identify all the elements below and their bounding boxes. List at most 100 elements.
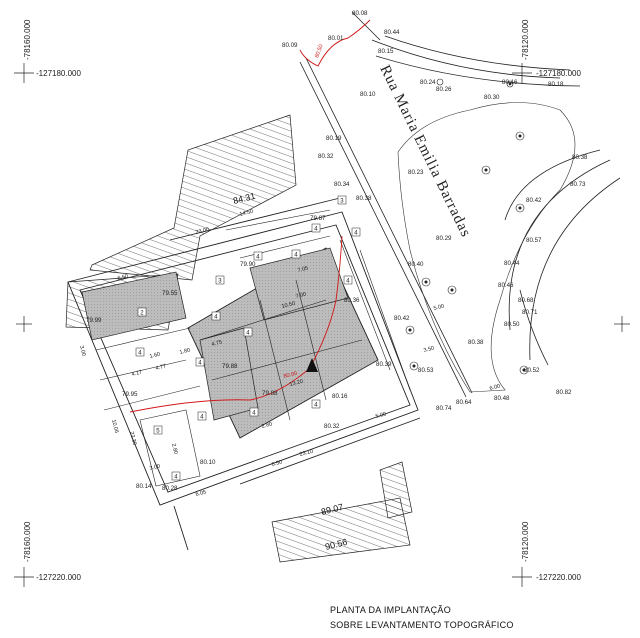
svg-text:3: 3 xyxy=(218,279,222,285)
level-label: 80.01 xyxy=(328,35,344,42)
dimension-labels: 23.00 14.50 6.50 3.00 4.17 4.77 1.60 1.8… xyxy=(78,209,501,498)
lot-boundary xyxy=(67,197,421,551)
room-box: 4 xyxy=(195,357,205,367)
dimension-label: 23.00 xyxy=(195,227,210,236)
dimension-label: 6.50 xyxy=(271,460,283,468)
street-boundary xyxy=(299,11,473,398)
dimension-label: 3.00 xyxy=(78,345,86,357)
level-label: 80.38 xyxy=(468,339,484,346)
level-label: 80.42 xyxy=(526,197,542,204)
room-box: 4 xyxy=(253,251,263,261)
level-label: 80.16 xyxy=(502,79,518,86)
interior-lines xyxy=(95,209,411,487)
room-box: 2 xyxy=(137,307,147,317)
dimension-label: 13.20 xyxy=(289,379,304,388)
room-box: 5 xyxy=(153,425,163,435)
level-label: 80.57 xyxy=(526,237,542,244)
room-box: 4 xyxy=(351,227,361,237)
level-label: 80.19 xyxy=(326,135,342,142)
red-label-bottom: 80.00 xyxy=(283,371,298,380)
level-label: 80.40 xyxy=(408,261,424,268)
level-label: 80.73 xyxy=(570,181,586,188)
level-label: 80.71 xyxy=(522,309,538,316)
room-box: 4 xyxy=(249,407,259,417)
level-label: 80.32 xyxy=(318,153,334,160)
svg-text:4: 4 xyxy=(346,279,350,285)
level-label: 80.68 xyxy=(518,297,534,304)
dimension-label: 7.05 xyxy=(297,266,309,274)
room-box: 3 xyxy=(337,195,347,205)
red-contour-top xyxy=(299,19,371,67)
level-label: 80.46 xyxy=(498,282,514,289)
dimension-label: 10.06 xyxy=(110,419,119,434)
level-label: 79.87 xyxy=(310,215,326,222)
svg-text:3: 3 xyxy=(340,199,344,205)
dimension-label: 5.00 xyxy=(375,412,387,420)
dimension-label: 10.50 xyxy=(281,301,296,310)
dimension-label: 1.80 xyxy=(179,348,191,356)
level-label: 79.88 xyxy=(262,390,278,397)
dimension-label: 4.77 xyxy=(155,364,167,372)
level-label: 80.23 xyxy=(408,169,424,176)
level-label: 80.26 xyxy=(436,86,452,93)
svg-text:4: 4 xyxy=(294,253,298,259)
drawing-title-line-2: SOBRE LEVANTAMENTO TOPOGRÁFICO xyxy=(330,620,514,630)
coord-bottom-right-y: -127220.000 xyxy=(536,573,581,582)
room-box: 4 xyxy=(197,411,207,421)
coord-bottom-left-y: -127220.000 xyxy=(36,573,81,582)
room-box: 4 xyxy=(135,347,145,357)
svg-text:5: 5 xyxy=(156,429,160,435)
dimension-label: 1.60 xyxy=(149,352,161,360)
room-box: 4 xyxy=(211,311,221,321)
coord-bottom-left-x: -78160.000 xyxy=(23,521,32,562)
svg-text:4: 4 xyxy=(138,351,142,357)
level-label: 80.64 xyxy=(456,399,472,406)
dimension-label: 23.10 xyxy=(299,449,314,458)
svg-text:4: 4 xyxy=(256,255,260,261)
level-label: 80.10 xyxy=(200,459,216,466)
level-label: 80.36 xyxy=(344,297,360,304)
dimension-label: 6.50 xyxy=(117,274,129,282)
svg-text:4: 4 xyxy=(354,231,358,237)
room-box: 4 xyxy=(291,249,301,259)
level-label: 80.16 xyxy=(332,393,348,400)
level-label: 80.39 xyxy=(376,361,392,368)
red-label-top: 80.50 xyxy=(314,44,324,59)
road-curves xyxy=(371,35,621,366)
level-label: 80.32 xyxy=(324,423,340,430)
room-box: 4 xyxy=(243,327,253,337)
level-label: 80.44 xyxy=(384,29,400,36)
level-label: 80.44 xyxy=(504,260,520,267)
dimension-label: 2.80 xyxy=(261,422,273,430)
level-label: 80.30 xyxy=(484,94,500,101)
level-label: 80.42 xyxy=(394,315,410,322)
level-label: 80.38 xyxy=(356,195,372,202)
room-labels: 4 3 2 4 3 4 4 4 4 4 4 4 4 4 5 4 4 xyxy=(135,195,361,481)
level-label: 80.10 xyxy=(360,91,376,98)
svg-text:4: 4 xyxy=(214,315,218,321)
level-label: 80.48 xyxy=(494,395,510,402)
level-label: 80.52 xyxy=(524,367,540,374)
level-label: 80.24 xyxy=(420,79,436,86)
svg-text:2: 2 xyxy=(140,311,144,317)
dimension-label: 5.00 xyxy=(433,304,445,312)
room-box: 4 xyxy=(311,223,321,233)
level-label: 80.38 xyxy=(572,154,588,161)
level-label: 80.18 xyxy=(548,81,564,88)
svg-text:4: 4 xyxy=(198,361,202,367)
level-label: 80.50 xyxy=(504,321,520,328)
svg-text:4: 4 xyxy=(200,415,204,421)
terrain-outline xyxy=(397,102,576,393)
level-label: 80.53 xyxy=(418,367,434,374)
coord-top-right-x: -78120.000 xyxy=(521,19,530,60)
dimension-label: 3.50 xyxy=(423,346,435,354)
svg-text:4: 4 xyxy=(252,411,256,417)
room-box: 4 xyxy=(311,399,321,409)
dimension-label: 4.75 xyxy=(211,340,223,348)
dimension-label: 6.05 xyxy=(195,490,207,498)
dimension-label: 22.30 xyxy=(128,431,137,446)
level-label: 80.08 xyxy=(352,10,368,17)
level-label: 79.95 xyxy=(122,391,138,398)
room-box: 4 xyxy=(171,471,181,481)
